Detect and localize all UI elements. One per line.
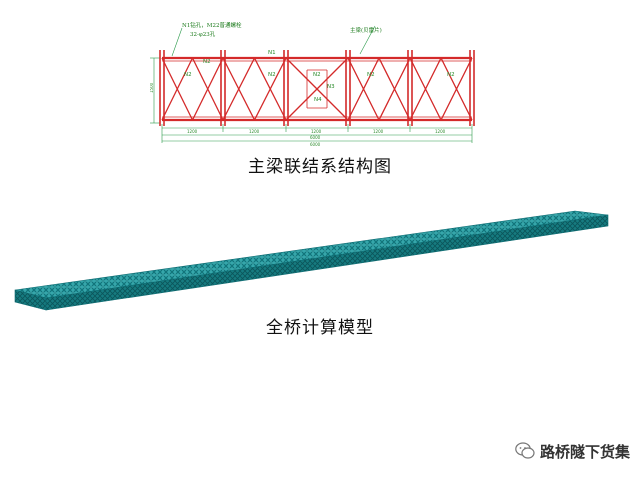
member-label-7: N2 xyxy=(447,72,455,78)
note-bolts: N1钻孔，M22普通螺栓 xyxy=(182,21,242,29)
main-beam-label: 主梁(贝雷片) xyxy=(350,26,382,34)
diagonal-brace xyxy=(409,57,442,121)
height-dimension: 1500 xyxy=(150,82,154,93)
diagonal-brace xyxy=(191,57,224,121)
diagonal-brace xyxy=(285,57,349,121)
member-label-6: N2 xyxy=(367,72,375,78)
model-long-face xyxy=(45,214,609,311)
member-label-1: N2 xyxy=(184,72,192,78)
note-holes: 32-φ23孔 xyxy=(190,30,216,38)
dim-span-5: 1200 xyxy=(435,129,446,134)
member-label-8: N3 xyxy=(327,84,335,90)
model-top-face xyxy=(14,210,609,299)
wechat-icon xyxy=(515,442,535,459)
watermark: 路桥隧下货集 xyxy=(515,440,630,462)
diagonal-brace xyxy=(347,57,380,121)
dimension-lines xyxy=(150,25,473,143)
truss-members xyxy=(159,50,475,126)
diagonal-brace xyxy=(378,57,411,121)
dim-span-3: 1200 xyxy=(311,129,322,134)
diagonal-brace xyxy=(440,57,473,121)
member-label-5: N2 xyxy=(313,72,321,78)
member-label-2: N2 xyxy=(203,59,211,65)
watermark-text: 路桥隧下货集 xyxy=(539,442,630,461)
diagonal-brace xyxy=(222,57,256,121)
dim-total-1: 6000 xyxy=(310,135,321,140)
member-label-9: N4 xyxy=(314,97,322,103)
caption-bracing-structure: 主梁联结系结构图 xyxy=(248,157,392,177)
caption-full-bridge-model: 全桥计算模型 xyxy=(266,318,374,338)
truss-structure-diagram: N1钻孔，M22普通螺栓 32-φ23孔 主梁(贝雷片) 1500 N2 N2 … xyxy=(150,21,475,147)
full-bridge-model xyxy=(14,210,609,311)
dim-span-4: 1200 xyxy=(373,129,384,134)
diagonal-brace xyxy=(161,57,194,121)
dim-span-1: 1200 xyxy=(187,129,198,134)
member-label-3: N1 xyxy=(268,50,276,56)
dim-span-2: 1200 xyxy=(249,129,260,134)
member-label-4: N2 xyxy=(268,72,276,78)
dim-total-2: 6000 xyxy=(310,142,321,147)
diagonal-brace xyxy=(253,57,287,121)
